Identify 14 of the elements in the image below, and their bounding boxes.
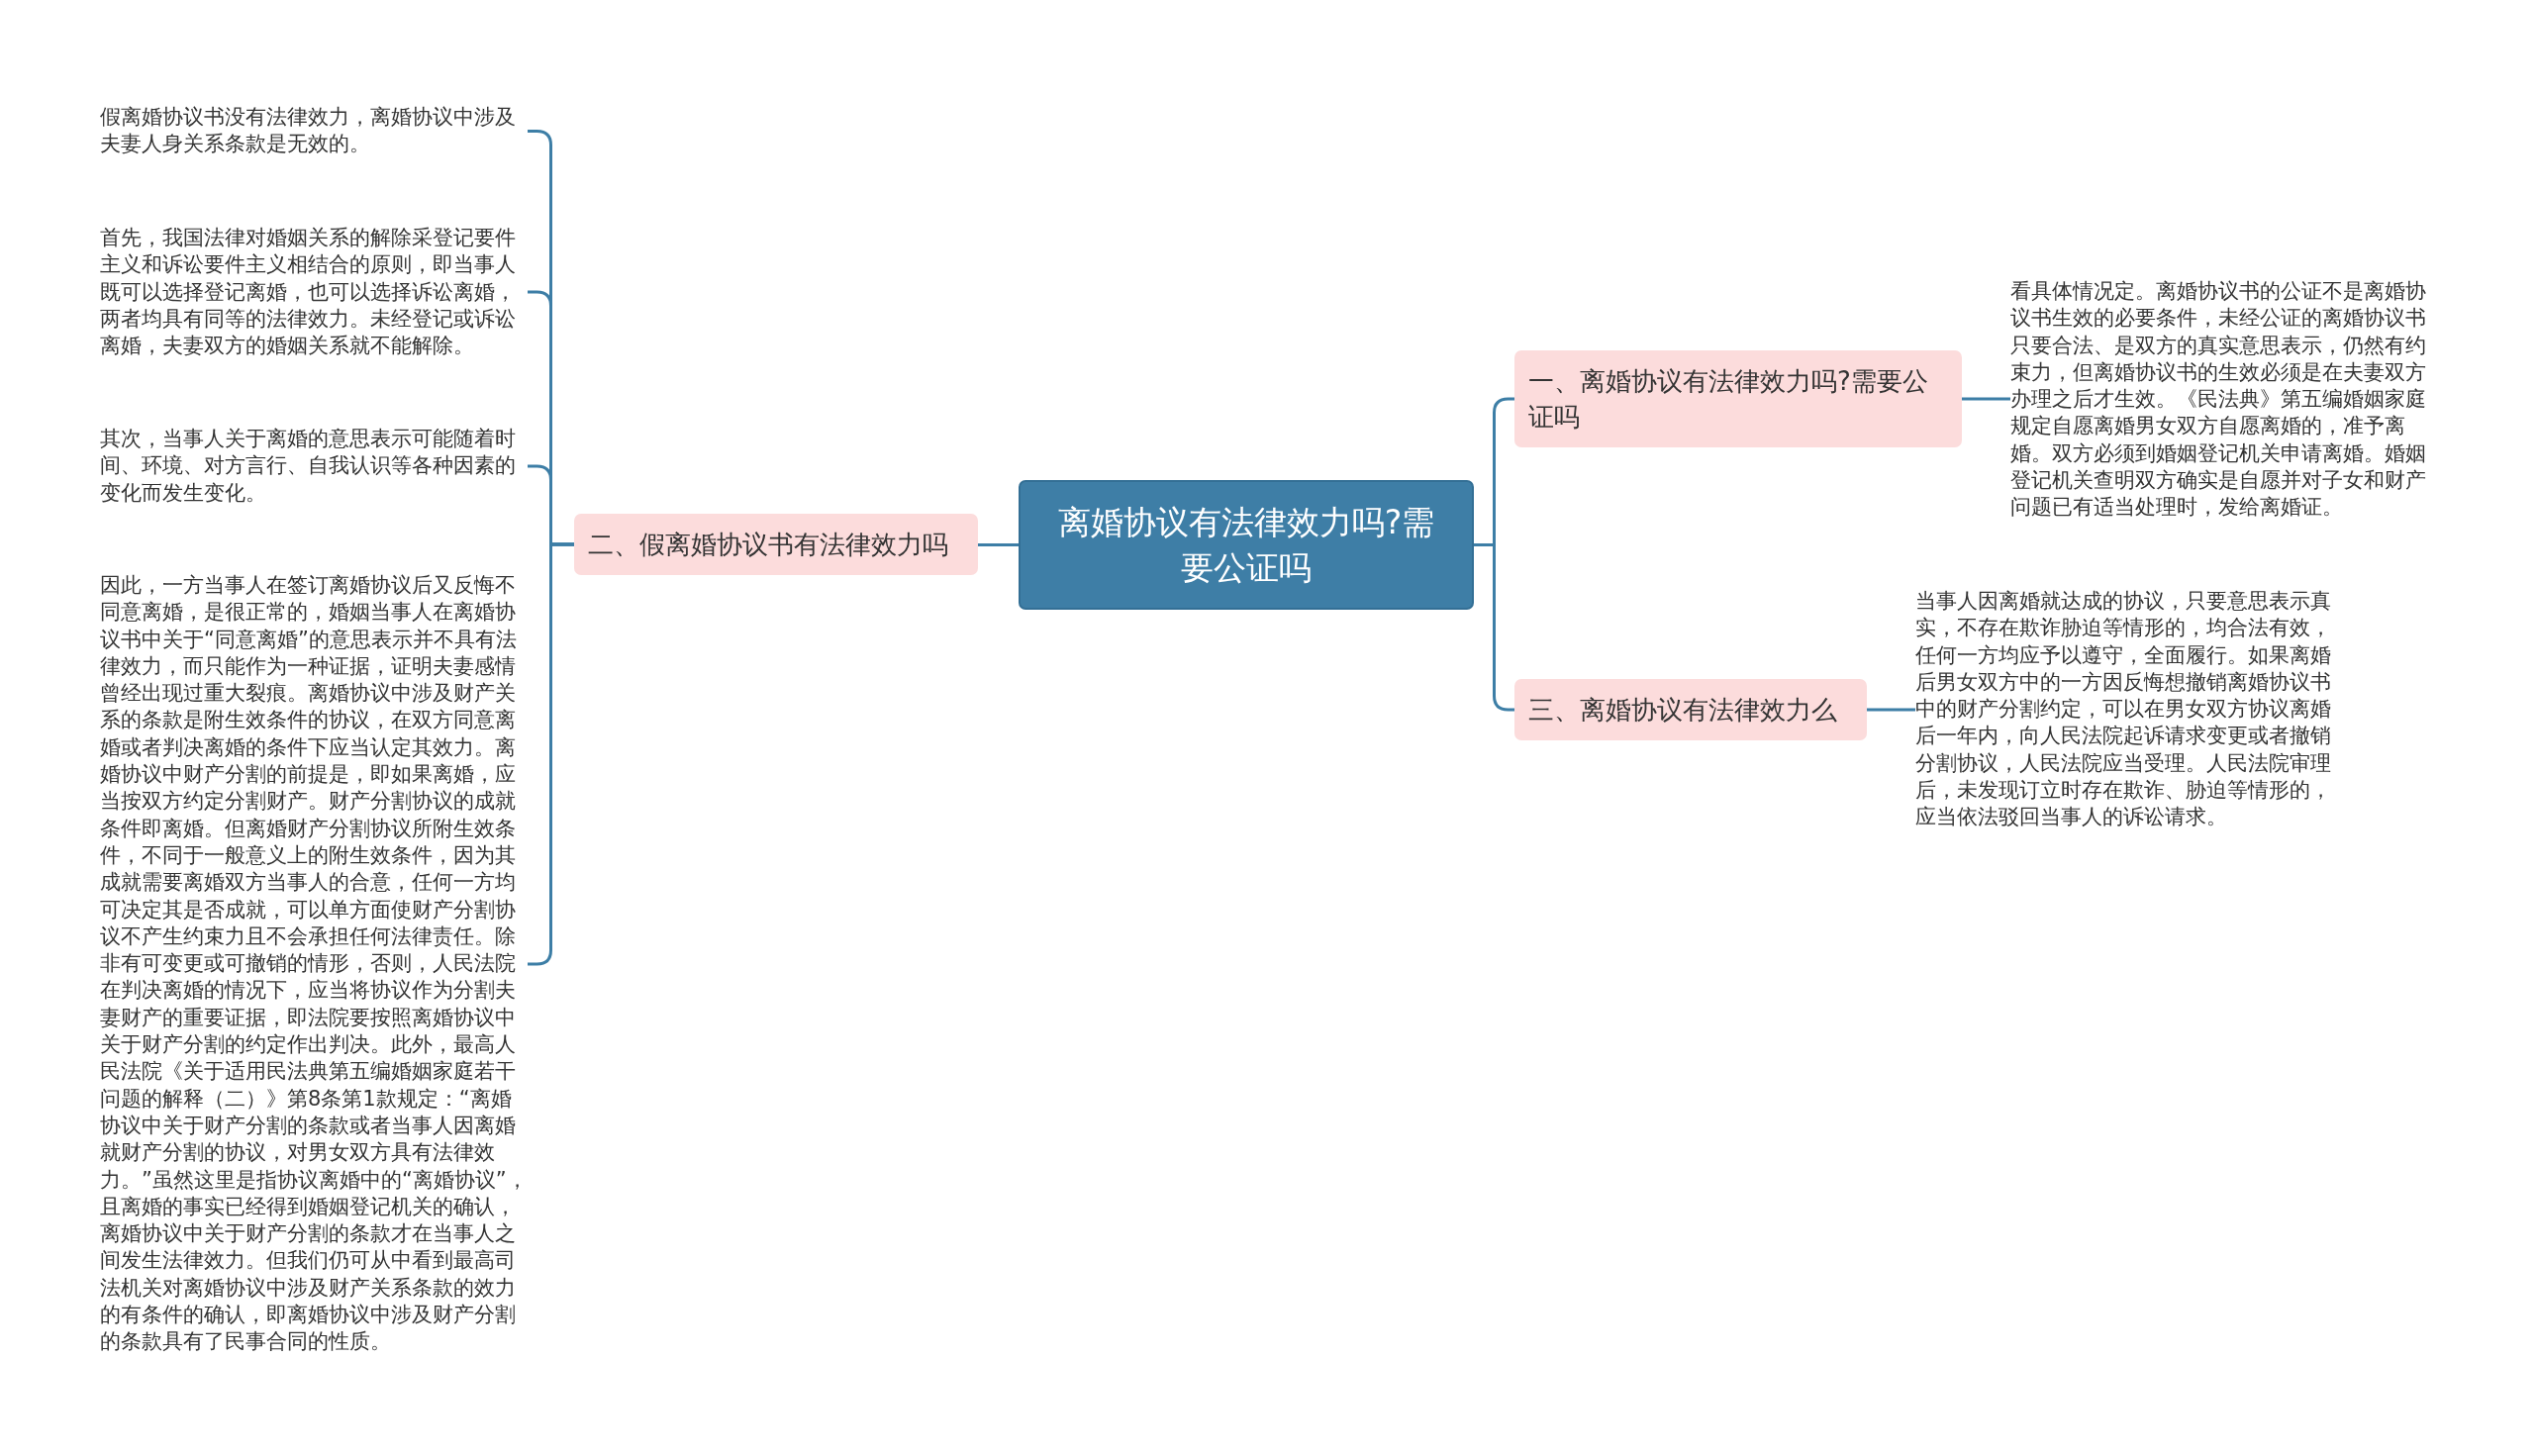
central-topic-box: 离婚协议有法律效力吗?需要公证吗 — [1019, 480, 1474, 610]
note-text: 因此，一方当事人在签订离婚协议后又反悔不同意离婚，是很正常的，婚姻当事人在离婚协议书中关于“同意离婚”的意思表示并不具有法律效力，而只能作为一种证据，证明夫妻感情曾经出现过重大裂痕。离婚协议中涉及财产关系的条款是附生效条件的协议，在双方同意离婚或者判决离婚的条件下应当认定其效力。离婚协议中财产分割的前提是，即如果离婚，应当按双方约定分割财产。财产分割协议的成就条件即离婚。但离婚财产分割协议所附生效条件，不同于一般意义上的附生效条件，因为其成就需要离婚双方当事人的合意，任何一方均可决定其是否成就，可以单方面使财产分割协议不产生约束力且不会承担任何法律责任。除非有可变更或可撤销的情形，否则，人民法院在判决离婚的情况下，应当将协议作为分割夫妻财产的重要证据，即法院要按照离婚协议中关于财产分割的约定作出判决。此外，最高人民法院《关于适用民法典第五编婚姻家庭若干问题的解释（二）》第8条第1款规定：“离婚协议中关于财产分割的条款或者当事人因离婚就财产分割的协议，对男女双方具有法律效力。”虽然这里是指协议离婚中的“离婚协议”，且离婚的事实已经得到婚姻登记机关的确认，离婚协议中关于财产分割的条款才在当事人之间发生法律效力。但我们仍可从中看到最高司法机关对离婚协议中涉及财产关系条款的效力的有条件的确认，即离婚协议中涉及财产分割的条款具有了民事合同的性质。 — [100, 572, 528, 1356]
topic-box: 二、假离婚协议书有法律效力吗 — [574, 514, 978, 575]
note-text: 看具体情况定。离婚协议书的公证不是离婚协议书生效的必要条件，未经公证的离婚协议书只要合法、是双方的真实意思表示，仍然有约束力，但离婚协议书的生效必须是在夫妻双方办理之后才生效。《民法典》第五编婚姻家庭规定自愿离婚男女双方自愿离婚的，准予离婚。双方必须到婚姻登记机关申请离婚。婚姻登记机关查明双方确实是自愿并对子女和财产问题已有适当处理时，发给离婚证。 — [2010, 278, 2438, 522]
connector-line — [1962, 397, 2010, 401]
connector-line — [1867, 708, 1915, 712]
topic-box: 一、离婚协议有法律效力吗?需要公证吗 — [1514, 350, 1962, 447]
note-text: 首先，我国法律对婚姻关系的解除采登记要件主义和诉讼要件主义相结合的原则，即当事人既可以选择登记离婚，也可以选择诉讼离婚，两者均具有同等的法律效力。未经登记或诉讼离婚，夫妻双方的婚姻关系就不能解除。 — [100, 225, 528, 360]
note-text: 其次，当事人关于离婚的意思表示可能随着时间、环境、对方言行、自我认识等各种因素的变化而发生变化。 — [100, 426, 528, 507]
connector-line — [978, 543, 1019, 546]
note-text: 假离婚协议书没有法律效力，离婚协议中涉及夫妻人身关系条款是无效的。 — [100, 104, 528, 158]
note-text: 当事人因离婚就达成的协议，只要意思表示真实，不存在欺诈胁迫等情形的，均合法有效，任何一方均应予以遵守，全面履行。如果离婚后男女双方中的一方因反悔想撤销离婚协议书中的财产分割约定，可以在男女双方协议离婚后一年内，向人民法院起诉请求变更或者撤销分割协议，人民法院应当受理。人民法院审理后，未发现订立时存在欺诈、胁迫等情形的，应当依法驳回当事人的诉讼请求。 — [1915, 588, 2343, 831]
topic-box: 三、离婚协议有法律效力么 — [1514, 679, 1867, 740]
connector-line — [1474, 543, 1514, 712]
